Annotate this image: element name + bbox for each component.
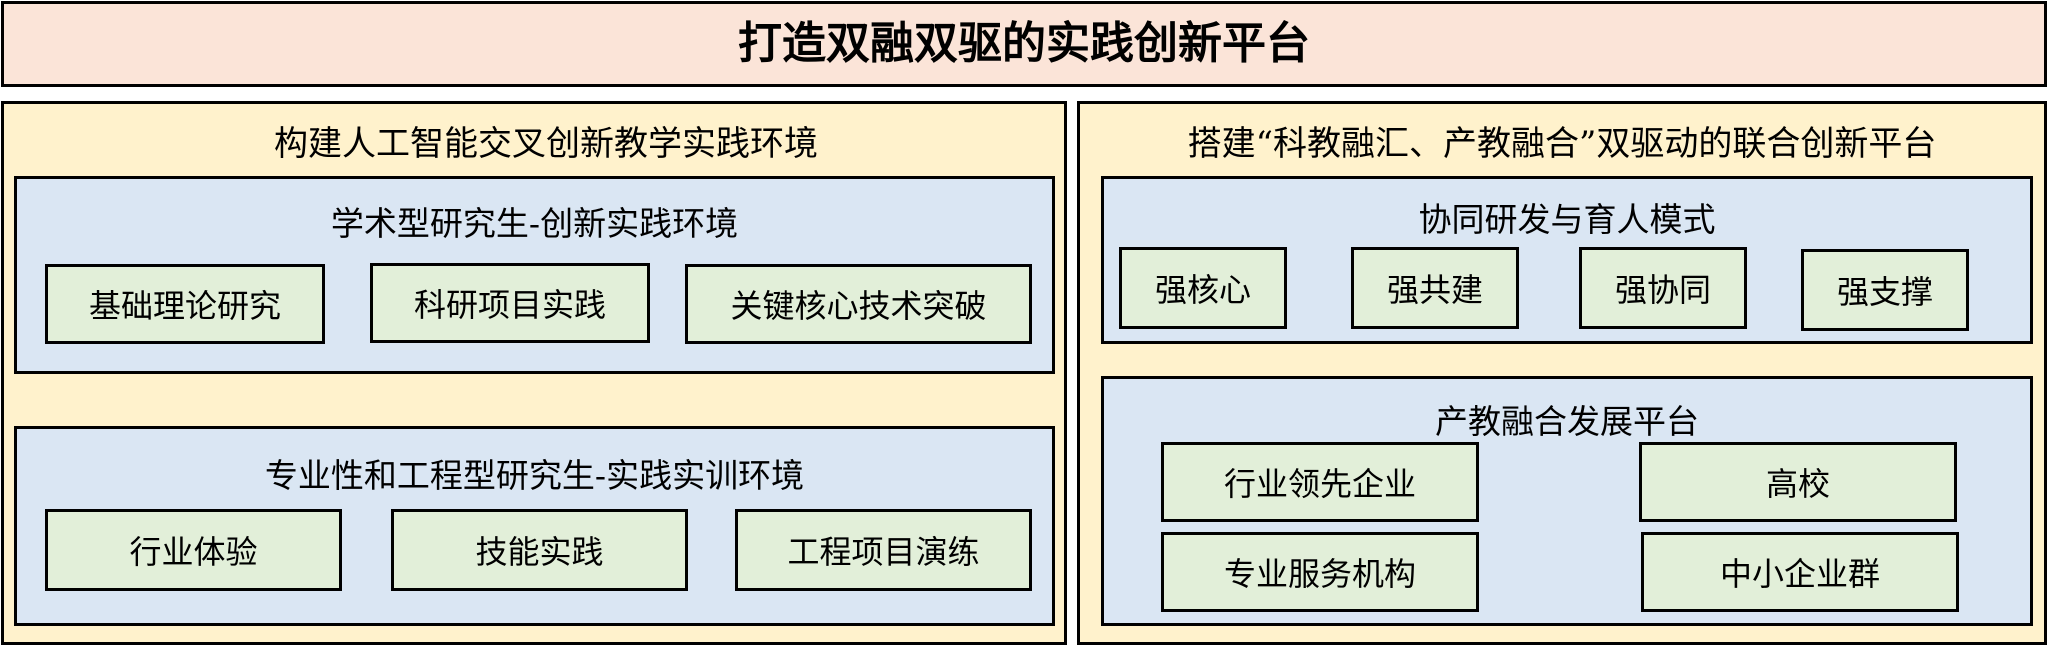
left-panel: 构建人工智能交叉创新教学实践环境 学术型研究生-创新实践环境 基础理论研究 科研…	[1, 101, 1067, 645]
professional-item-skill-practice: 技能实践	[391, 509, 688, 591]
page-title: 打造双融双驱的实践创新平台	[738, 18, 1310, 69]
collab-item-core: 强核心	[1119, 247, 1287, 329]
academic-env-box: 学术型研究生-创新实践环境 基础理论研究 科研项目实践 关键核心技术突破	[14, 176, 1055, 374]
industry-platform-box: 产教融合发展平台 行业领先企业 高校 专业服务机构 中小企业群	[1101, 376, 2033, 626]
professional-item-industry-experience: 行业体验	[45, 509, 342, 591]
left-panel-title: 构建人工智能交叉创新教学实践环境	[274, 124, 818, 164]
title-bar: 打造双融双驱的实践创新平台	[1, 1, 2047, 87]
professional-env-title: 专业性和工程型研究生-实践实训环境	[264, 456, 805, 495]
academic-item-basic-theory: 基础理论研究	[45, 264, 325, 344]
academic-item-key-tech: 关键核心技术突破	[685, 264, 1032, 344]
professional-item-engineering-drill: 工程项目演练	[735, 509, 1032, 591]
academic-item-research-project: 科研项目实践	[370, 263, 650, 343]
collab-item-synergy: 强协同	[1579, 247, 1747, 329]
industry-platform-title: 产教融合发展平台	[1435, 402, 1699, 441]
industry-item-sme-group: 中小企业群	[1641, 532, 1959, 612]
right-panel-title: 搭建“科教融汇、产教融合”双驱动的联合创新平台	[1187, 124, 1937, 164]
collab-item-co-build: 强共建	[1351, 247, 1519, 329]
collab-item-support: 强支撑	[1801, 249, 1969, 331]
academic-env-title: 学术型研究生-创新实践环境	[330, 204, 739, 243]
industry-item-university: 高校	[1639, 442, 1957, 522]
industry-item-service-agency: 专业服务机构	[1161, 532, 1479, 612]
industry-item-leading-enterprise: 行业领先企业	[1161, 442, 1479, 522]
collab-mode-box: 协同研发与育人模式 强核心 强共建 强协同 强支撑	[1101, 176, 2033, 344]
collab-mode-title: 协同研发与育人模式	[1418, 200, 1716, 239]
right-panel: 搭建“科教融汇、产教融合”双驱动的联合创新平台 协同研发与育人模式 强核心 强共…	[1077, 101, 2047, 645]
professional-env-box: 专业性和工程型研究生-实践实训环境 行业体验 技能实践 工程项目演练	[14, 426, 1055, 626]
